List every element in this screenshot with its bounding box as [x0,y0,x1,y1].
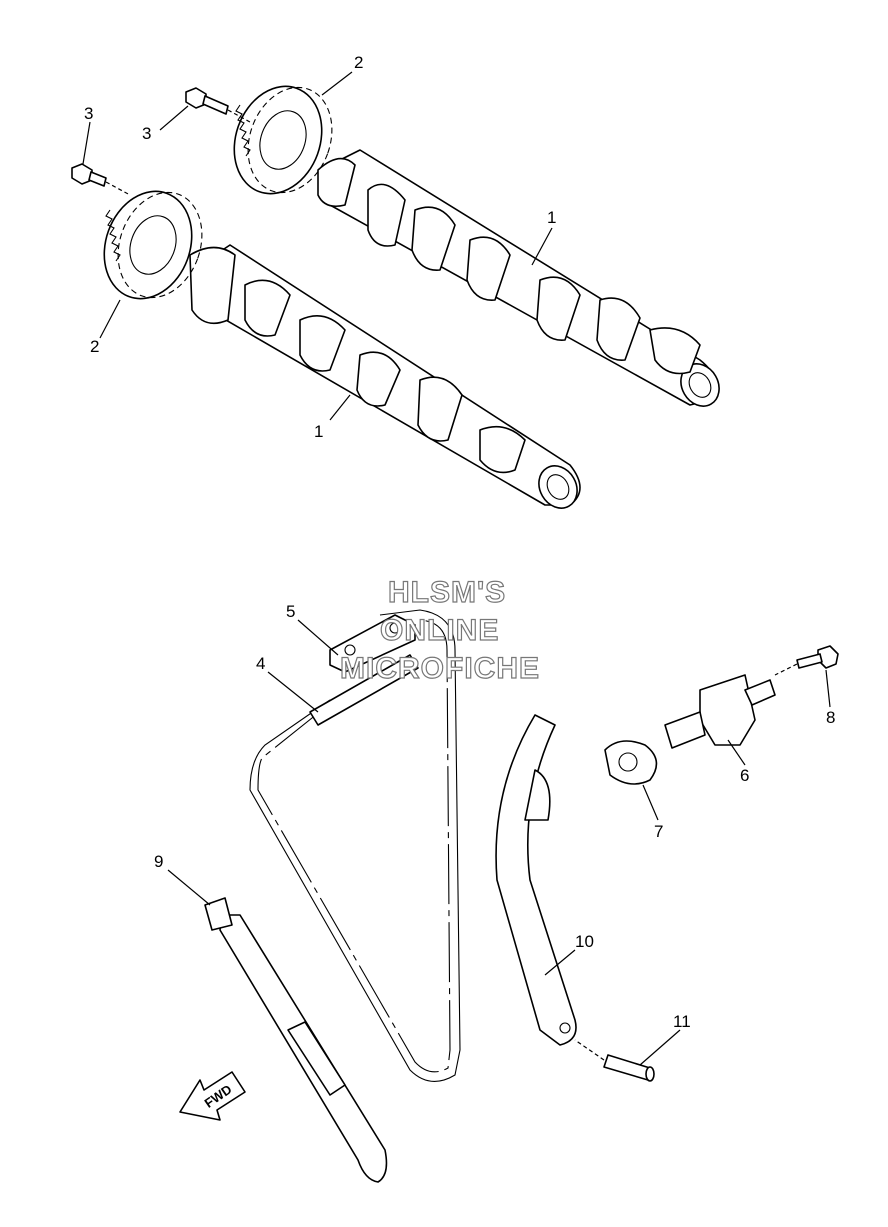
callout-3-lower: 3 [84,104,93,123]
callout-4: 4 [256,654,265,673]
watermark-line3: MICROFICHE [340,652,540,685]
cam-chain[interactable] [249,609,461,1082]
watermark-line2: ONLINE [380,614,499,647]
callout-8: 8 [826,708,835,727]
fwd-arrow: FWD [179,1071,246,1121]
cam-sprocket-upper[interactable] [220,74,346,206]
chain-guide-top[interactable] [329,614,416,673]
sprocket-bolt-lower[interactable] [71,163,131,196]
callouts: 1 1 2 2 3 3 4 5 6 7 8 9 10 11 [84,53,835,1031]
callout-6: 6 [740,766,749,785]
callout-1-upper: 1 [547,208,556,227]
watermark: HLSM'S ONLINE MICROFICHE [339,575,540,685]
callout-10: 10 [575,932,594,951]
camshaft-upper[interactable] [317,149,727,413]
callout-11: 11 [673,1012,691,1031]
tensioner-bolt[interactable] [774,645,839,676]
chain-guide-exhaust[interactable] [495,714,577,1046]
callout-2-lower: 2 [90,337,99,356]
chain-guide-intake[interactable] [204,897,388,1183]
callout-9: 9 [154,852,163,871]
leader-lines [82,71,831,1066]
cam-sprocket-lower[interactable] [90,179,216,311]
watermark-line1: HLSM'S [388,576,506,609]
guide-pin[interactable] [574,1039,655,1082]
callout-3-upper: 3 [142,124,151,143]
callout-7: 7 [654,822,663,841]
callout-5: 5 [286,602,295,621]
camshaft-lower[interactable] [189,244,585,515]
callout-1-lower: 1 [314,422,323,441]
tensioner-gasket[interactable] [604,740,658,785]
sprocket-bolt-upper[interactable] [185,87,251,123]
callout-2-upper: 2 [354,53,363,72]
chain-tensioner[interactable] [664,674,776,749]
